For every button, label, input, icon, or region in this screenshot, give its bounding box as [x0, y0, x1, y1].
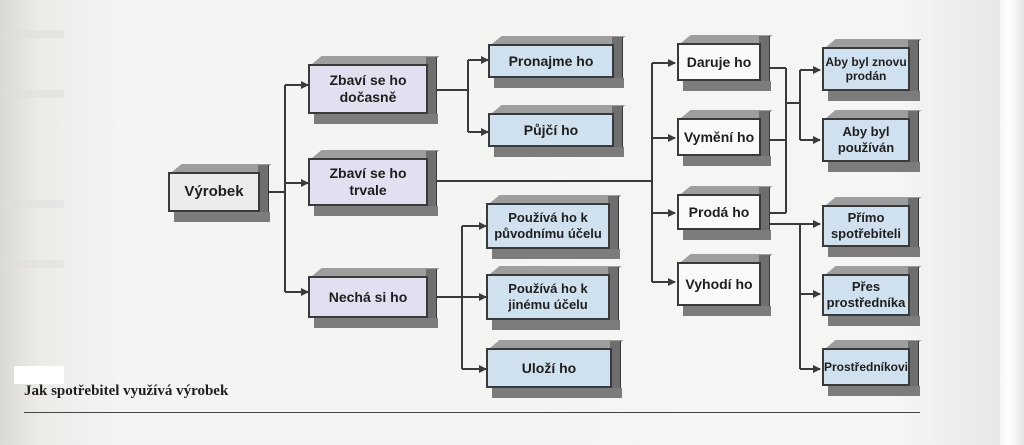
node-label: Nechá si ho [308, 276, 428, 318]
figure-caption: Jak spotřebitel využívá výrobek [24, 383, 229, 399]
node-label: Vyhodí ho [677, 262, 761, 306]
box-shadow-edge [314, 318, 438, 328]
bleed-through-mark [4, 260, 64, 268]
node-label: Přes prostředníka [822, 274, 910, 316]
box-shadow-edge [494, 147, 624, 157]
node-label: Prostředníkovi [822, 348, 910, 386]
box-shadow-edge [492, 249, 620, 259]
node-label: Výrobek [168, 172, 260, 212]
page-edge [1000, 0, 1024, 445]
box-shadow-edge [494, 78, 624, 88]
node-label: Pronajme ho [488, 44, 614, 78]
bleed-through-mark [4, 200, 64, 208]
box-shadow-edge [828, 247, 920, 257]
node-label: Přímo spotřebiteli [822, 205, 910, 247]
box-shadow-edge [174, 212, 270, 222]
box-shadow-edge [828, 91, 920, 101]
bleed-through-mark [4, 30, 64, 38]
node-root: Výrobek [168, 164, 272, 222]
box-shadow-edge [492, 388, 622, 398]
node-label: Aby byl používán [822, 118, 910, 162]
node-label: Zbaví se ho dočasně [308, 64, 428, 114]
node-label: Aby byl znovu prodán [822, 47, 910, 91]
node-label: Půjčí ho [488, 113, 614, 147]
box-shadow-edge [683, 306, 771, 316]
box-shadow-edge [683, 81, 771, 91]
box-shadow-edge [314, 206, 438, 216]
box-shadow-edge [828, 316, 920, 326]
caption-rule [24, 412, 920, 413]
node-label: Prodá ho [677, 194, 761, 230]
box-shadow-edge [683, 230, 771, 240]
node-label: Vymění ho [677, 118, 761, 156]
node-label: Daruje ho [677, 43, 761, 81]
node-label: Používá ho k jinému účelu [486, 274, 610, 320]
node-label: Uloží ho [486, 348, 612, 388]
node-label: Používá ho k původnímu účelu [486, 203, 610, 249]
node-label: Zbaví se ho trvale [308, 158, 428, 206]
box-shadow-edge [492, 320, 620, 330]
bleed-through-mark [4, 90, 64, 98]
box-shadow-edge [314, 114, 438, 124]
paper-patch [14, 366, 64, 384]
box-shadow-edge [683, 156, 771, 166]
box-shadow-edge [828, 162, 920, 172]
box-shadow-edge [828, 386, 920, 396]
